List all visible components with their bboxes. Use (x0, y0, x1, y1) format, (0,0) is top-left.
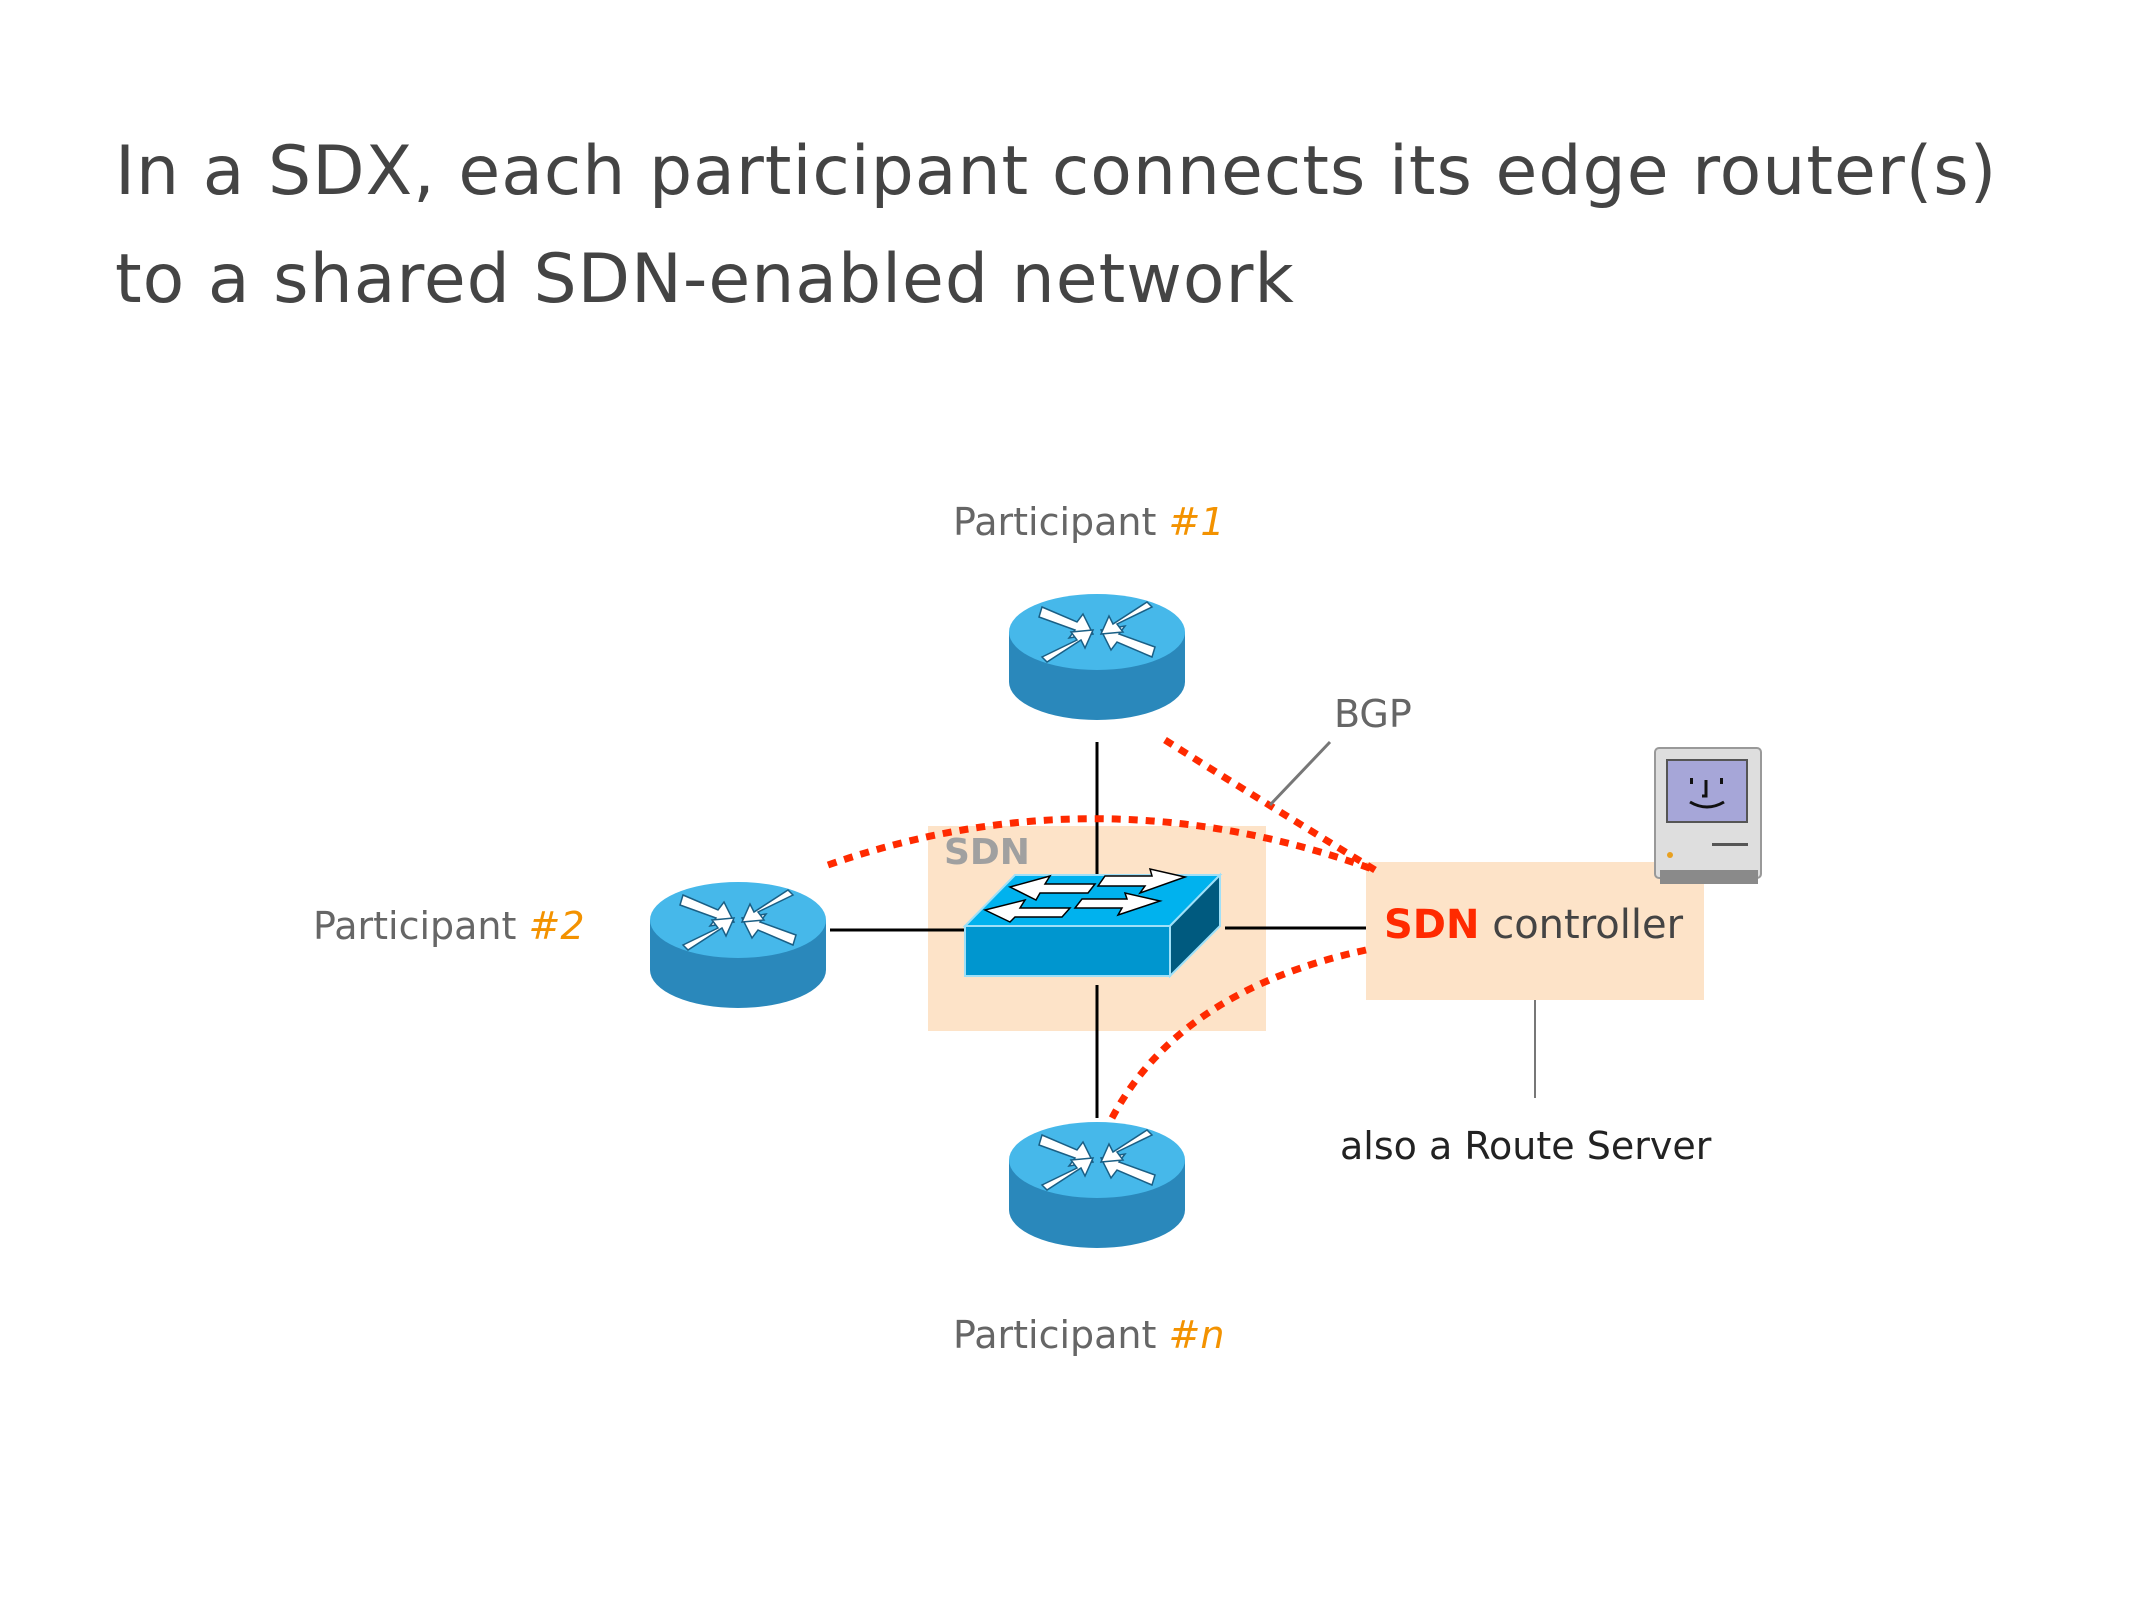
router-icon-participant-2 (649, 881, 827, 1009)
sdn-fabric-label: SDN (944, 832, 1030, 873)
participant-1-label: Participant #1 (953, 500, 1225, 544)
controller-box (1366, 862, 1704, 1000)
router-icon-participant-1 (1008, 593, 1186, 721)
participant-label-text: Participant (313, 904, 517, 948)
bgp-label: BGP (1334, 692, 1412, 736)
participant-number: #n (1168, 1313, 1225, 1357)
participant-2-label: Participant #2 (313, 904, 585, 948)
participant-n-label: Participant #n (953, 1313, 1224, 1357)
title-line-2: to a shared SDN-enabled network (115, 240, 1295, 319)
router-icon-participant-n (1008, 1121, 1186, 1249)
participant-number: #2 (528, 904, 585, 948)
participant-label-text: Participant (953, 1313, 1157, 1357)
bgp-pointer-line (1268, 740, 1332, 807)
classic-mac-computer-icon (1654, 747, 1762, 884)
controller-label-highlight: SDN (1384, 902, 1480, 948)
controller-label-rest: controller (1479, 902, 1684, 948)
title-line-1: In a SDX, each participant connects its … (115, 132, 1998, 211)
bgp-session-pn (1108, 946, 1367, 1120)
switch-icon (962, 867, 1223, 979)
participant-label-text: Participant (953, 500, 1157, 544)
controller-label: SDN controller (1384, 902, 1683, 948)
participant-number: #1 (1168, 500, 1225, 544)
route-server-note: also a Route Server (1340, 1124, 1712, 1168)
bgp-session-p2 (826, 815, 1377, 874)
slide-title: In a SDX, each participant connects its … (115, 118, 1997, 334)
